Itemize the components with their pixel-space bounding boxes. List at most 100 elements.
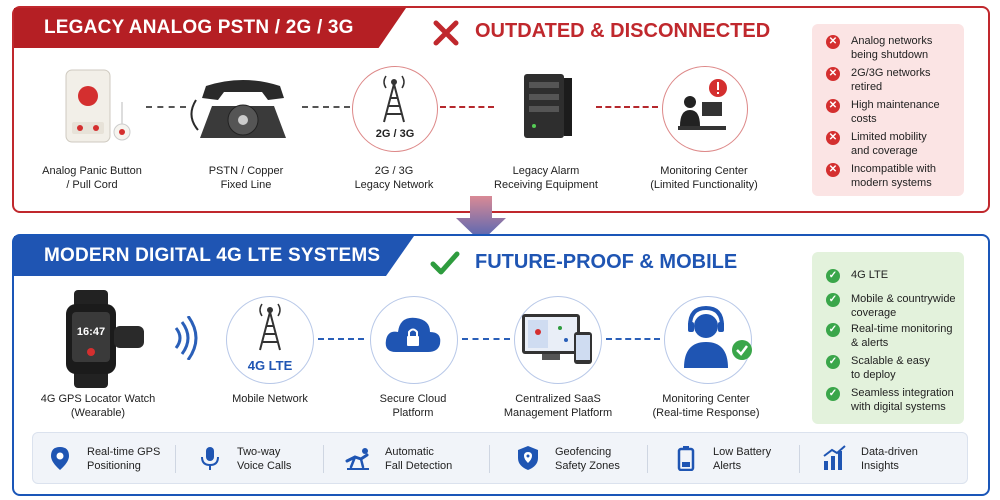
check-circle-icon: ✓ [826,293,840,307]
node-label-line: Monitoring Center [662,393,750,405]
feature-text: Safety Zones [555,460,620,472]
x-circle-icon: ✕ [826,163,840,177]
feature-text: Positioning [87,460,141,472]
cloud-lock-icon [385,317,441,352]
feature-text: Automatic [385,446,434,458]
headset-operator-icon [684,305,752,368]
feature-text: Real-time GPS [87,446,161,458]
benefit-text: coverage [851,307,897,319]
issue-text: being shutdown [851,49,929,61]
benefit-text: Real-time monitoring [851,323,953,335]
issue-text: and coverage [851,145,918,157]
benefit-text: Mobile & countrywide [851,293,956,305]
feature-text: Two-way [237,446,281,458]
connector-line [606,338,660,340]
node-label-gps-watch: 4G GPS Locator Watch (Wearable) [28,392,168,420]
issue-text: modern systems [851,177,932,189]
node-label-line: / Pull Cord [66,179,118,191]
node-label-legacy-monitoring: Monitoring Center (Limited Functionality… [634,164,774,192]
modern-banner: MODERN DIGITAL 4G LTE SYSTEMS [14,236,414,276]
connector-line [596,106,658,108]
node-label-line: Management Platform [503,407,613,419]
node-label-line: Monitoring Center [660,165,748,177]
wireless-signal-icon [174,316,198,360]
node-label-line: Receiving Equipment [494,179,598,191]
legacy-network-badge: 2G / 3G [375,128,415,140]
gps-watch-icon [66,290,144,388]
issue-text: costs [851,113,877,125]
node-label-line: PSTN / Copper [208,165,284,177]
x-circle-icon: ✕ [826,67,840,81]
check-circle-icon: ✓ [826,355,840,369]
feature-text: Voice Calls [237,460,292,472]
node-label-line: 2G / 3G [374,165,414,177]
node-label-legacy-network: 2G / 3G Legacy Network [324,164,464,192]
node-label-line: (Real-time Response) [652,407,760,419]
feature-text: Low Battery [713,446,772,458]
node-label-line: (Limited Functionality) [650,179,758,191]
x-circle-icon: ✕ [826,35,840,49]
feature-text: Data-driven [861,446,918,458]
dashboard-devices-icon [522,314,592,364]
node-label-line: Centralized SaaS [515,393,601,405]
x-circle-icon: ✕ [826,99,840,113]
benefit-text: with digital systems [851,401,946,413]
node-label-line: Platform [392,407,434,419]
shield-map-icon [518,446,538,470]
node-label-saas-platform: Centralized SaaS Management Platform [488,392,628,420]
connector-line [302,106,350,108]
cell-tower-icon [383,75,405,123]
connector-line [440,106,494,108]
issue-text: High maintenance [851,99,940,111]
issue-text: Analog networks [851,35,933,47]
rotary-phone-icon [190,80,286,138]
watch-time: 16:47 [76,326,106,338]
benefit-text: 4G LTE [851,269,889,281]
feature-text: Fall Detection [385,460,453,472]
node-label-line: Analog Panic Button [42,165,142,177]
cell-tower-icon [259,303,281,351]
check-circle-icon: ✓ [826,269,840,283]
fall-person-icon [345,448,369,470]
down-arrow-icon [456,196,506,242]
alarm-receiver-icon [524,74,572,138]
legacy-headline: OUTDATED & DISCONNECTED [475,20,771,42]
check-circle-icon: ✓ [826,323,840,337]
benefit-text: Scalable & easy [851,355,930,367]
benefit-text: & alerts [851,337,889,349]
location-pin-icon [51,447,69,470]
modern-monitoring-circle [664,296,752,384]
legacy-banner: LEGACY ANALOG PSTN / 2G / 3G [14,8,406,48]
x-circle-icon: ✕ [826,131,840,145]
node-label-pstn: PSTN / Copper Fixed Line [176,164,316,192]
bar-chart-icon [823,445,846,470]
connector-line [462,338,510,340]
node-label-line: Mobile Network [232,393,308,405]
node-label-secure-cloud: Secure Cloud Platform [343,392,483,420]
operator-desk-icon [678,79,727,130]
divider [647,445,648,473]
issue-text: Incompatible with [851,163,936,175]
check-circle-icon: ✓ [826,387,840,401]
node-label-panic-button: Analog Panic Button / Pull Cord [22,164,162,192]
x-mark-icon [433,20,459,46]
microphone-icon [201,447,219,470]
issues-box: ✕ Analog networks being shutdown ✕ 2G/3G … [812,24,964,196]
lte-badge: 4G LTE [247,358,293,373]
checkmark-icon [430,251,460,275]
benefit-text: to deploy [851,369,896,381]
divider [489,445,490,473]
issue-text: 2G/3G networks [851,67,931,79]
node-label-line: Legacy Network [354,179,434,191]
node-label-modern-monitoring: Monitoring Center (Real-time Response) [636,392,776,420]
feature-text: Insights [861,460,899,472]
node-label-alarm-equipment: Legacy Alarm Receiving Equipment [476,164,616,192]
feature-text: Alerts [713,460,742,472]
issue-text: retired [851,81,883,93]
feature-text: Geofencing [555,446,612,458]
divider [799,445,800,473]
connector-line [318,338,364,340]
divider [175,445,176,473]
benefit-text: Seamless integration [851,387,954,399]
